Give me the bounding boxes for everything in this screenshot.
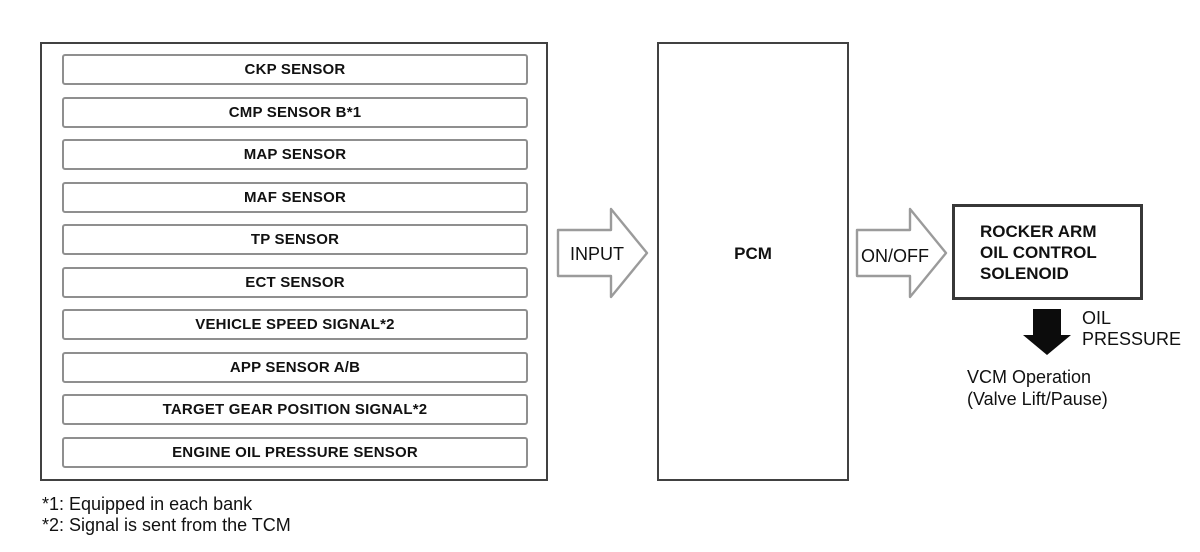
sensor-box-target-gear: TARGET GEAR POSITION SIGNAL*2 xyxy=(62,394,528,425)
sensor-box-tp: TP SENSOR xyxy=(62,224,528,255)
footnote-1: *1: Equipped in each bank xyxy=(42,494,253,514)
sensor-box-engine-oil-pressure: ENGINE OIL PRESSURE SENSOR xyxy=(62,437,528,468)
footnotes: *1: Equipped in each bank *2: Signal is … xyxy=(42,494,291,536)
input-right-block-arrow-icon xyxy=(556,207,649,299)
oil-pressure-down-arrow-icon xyxy=(1023,309,1071,355)
sensor-label: CKP SENSOR xyxy=(244,61,346,78)
sensor-label: ENGINE OIL PRESSURE SENSOR xyxy=(172,444,418,461)
sensor-box-vehicle-speed: VEHICLE SPEED SIGNAL*2 xyxy=(62,309,528,340)
sensor-label: CMP SENSOR B*1 xyxy=(228,104,362,121)
sensor-label: TARGET GEAR POSITION SIGNAL*2 xyxy=(162,401,428,418)
oil-pressure-line-2: PRESSURE xyxy=(1082,329,1182,349)
oil-pressure-label: OIL PRESSURE xyxy=(1082,308,1181,350)
vcm-operation-label: VCM Operation (Valve Lift/Pause) xyxy=(967,366,1108,410)
solenoid-label-line-2: OIL CONTROL xyxy=(980,242,1097,262)
sensor-label: ECT SENSOR xyxy=(245,274,345,291)
sensor-label: MAP SENSOR xyxy=(243,146,347,163)
oil-pressure-line-1: OIL xyxy=(1082,308,1112,328)
sensor-box-app: APP SENSOR A/B xyxy=(62,352,528,383)
sensor-box-cmp-b: CMP SENSOR B*1 xyxy=(62,97,528,128)
sensor-label: TP SENSOR xyxy=(250,231,340,248)
pcm-box: PCM xyxy=(657,42,849,481)
sensor-label: APP SENSOR A/B xyxy=(229,359,361,376)
pcm-label: PCM xyxy=(734,244,772,263)
sensor-label: MAF SENSOR xyxy=(243,189,346,206)
onoff-arrow-label: ON/OFF xyxy=(861,246,929,266)
sensor-box-map: MAP SENSOR xyxy=(62,139,528,170)
sensor-box-maf: MAF SENSOR xyxy=(62,182,528,213)
sensor-box-ckp: CKP SENSOR xyxy=(62,54,528,85)
sensor-label: VEHICLE SPEED SIGNAL*2 xyxy=(195,316,395,333)
sensor-input-group-box: CKP SENSOR CMP SENSOR B*1 MAP SENSOR MAF… xyxy=(40,42,548,481)
input-arrow-label: INPUT xyxy=(570,244,624,264)
vcm-operation-line-2: (Valve Lift/Pause) xyxy=(967,389,1108,409)
onoff-right-block-arrow-icon xyxy=(855,207,948,299)
rocker-arm-solenoid-box: ROCKER ARM OIL CONTROL SOLENOID xyxy=(952,204,1143,300)
solenoid-label-line-1: ROCKER ARM xyxy=(980,221,1097,241)
solenoid-label-line-3: SOLENOID xyxy=(980,263,1069,283)
footnote-2: *2: Signal is sent from the TCM xyxy=(42,515,291,535)
sensor-box-ect: ECT SENSOR xyxy=(62,267,528,298)
vcm-operation-line-1: VCM Operation xyxy=(967,367,1092,387)
